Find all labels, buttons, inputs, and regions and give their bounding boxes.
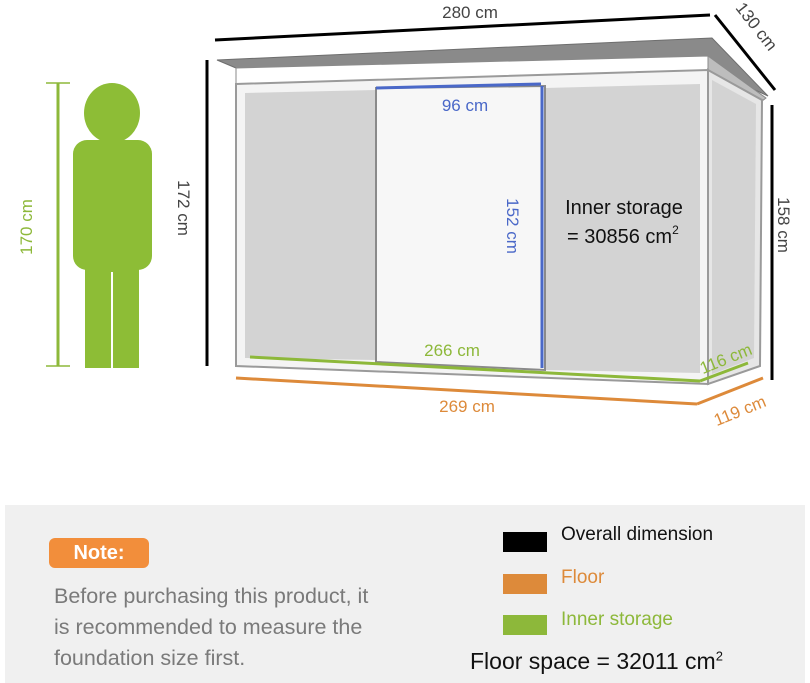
floor-depth-label: 119 cm (711, 392, 769, 430)
shed-dimension-diagram: 170 cm 172 cm 280 cm 130 cm 158 cm 96 cm… (17, 0, 793, 430)
door-width-line (375, 82, 542, 90)
legend-swatch-floor (503, 574, 547, 594)
overall-width-label: 280 cm (442, 3, 498, 22)
inner-width-line (249, 355, 701, 383)
shed-left-panel (245, 90, 376, 360)
door-height-label: 152 cm (503, 198, 522, 254)
shed-side-panel (712, 80, 756, 374)
legend-label-overall: Overall dimension (561, 524, 714, 545)
floor-width-line (235, 376, 698, 406)
person-silhouette (73, 83, 152, 368)
shed-right-panel (545, 84, 700, 373)
inner-storage-value: = 30856 cm2 (567, 223, 679, 248)
legend-swatch-overall (503, 532, 547, 552)
legend-label-inner: Inner storage (561, 609, 673, 630)
floor-space-superscript: 2 (715, 648, 723, 664)
overall-depth-line (713, 14, 777, 91)
person-height-label: 170 cm (17, 199, 36, 255)
door-width-label: 96 cm (442, 96, 488, 115)
legend-swatch-inner (503, 615, 547, 635)
legend-label-floor: Floor (561, 567, 605, 588)
side-height-label: 158 cm (774, 197, 793, 253)
inner-depth-line (699, 361, 749, 383)
note-badge: Note: (49, 538, 149, 568)
inner-width-label: 266 cm (424, 341, 480, 360)
person-height-line (46, 82, 70, 367)
overall-height-label: 172 cm (174, 180, 193, 236)
overall-width-line (214, 13, 711, 42)
shed-body (216, 37, 769, 386)
floor-space-text: Floor space = 32011 cm2 (470, 648, 723, 675)
inner-storage-title: Inner storage (565, 197, 683, 219)
floor-space-value: Floor space = 32011 cm (470, 648, 716, 674)
floor-depth-line (696, 376, 764, 406)
note-text: Before purchasing this product, it is re… (54, 584, 369, 670)
info-panel (5, 505, 805, 683)
floor-width-label: 269 cm (439, 397, 495, 416)
